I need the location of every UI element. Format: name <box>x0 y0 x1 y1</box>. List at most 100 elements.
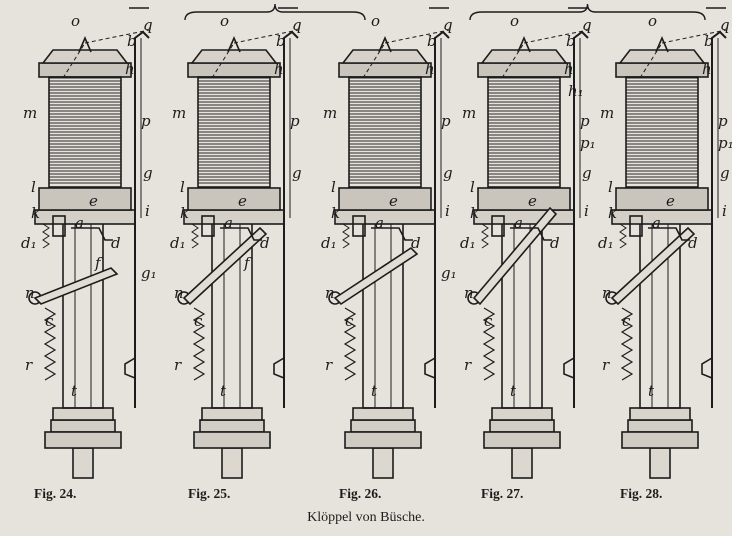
clip-spring <box>191 223 199 249</box>
label-a: a <box>514 214 523 232</box>
spindle-foot <box>372 447 394 479</box>
label-e: e <box>89 192 98 210</box>
arrow-marker <box>655 35 669 53</box>
lower-hook <box>124 357 136 379</box>
base-flange <box>350 419 416 433</box>
bobbin-cap <box>618 49 706 64</box>
label-t: t <box>648 382 655 400</box>
label-e: e <box>666 192 675 210</box>
thread-path <box>384 29 450 44</box>
label-q: q <box>582 16 592 34</box>
label-n: n <box>325 284 335 302</box>
label-g: g <box>292 164 302 182</box>
label-d-sub: d₁ <box>598 234 614 252</box>
label-k: k <box>331 204 340 222</box>
spring <box>343 307 357 381</box>
lower-flange <box>187 187 281 211</box>
arrow-marker <box>227 35 241 53</box>
winding-outline <box>487 76 561 188</box>
label-h: h <box>702 60 712 78</box>
label-l: l <box>331 178 336 196</box>
carriage-plate <box>34 209 136 225</box>
thread-winding <box>488 77 560 184</box>
bobbin-cap <box>341 49 429 64</box>
label-g-sub: g₁ <box>441 264 457 282</box>
guide-rod <box>134 30 150 408</box>
label-o: o <box>648 12 657 30</box>
label-n: n <box>25 284 35 302</box>
label-t: t <box>510 382 517 400</box>
label-b: b <box>427 32 437 50</box>
label-r: r <box>602 356 610 374</box>
clamp-block <box>491 215 505 237</box>
lower-flange <box>38 187 132 211</box>
label-c: c <box>194 312 203 330</box>
label-d: d <box>260 234 270 252</box>
label-n: n <box>602 284 612 302</box>
carriage-plate <box>334 209 436 225</box>
label-t: t <box>220 382 227 400</box>
label-i: i <box>445 202 450 220</box>
figure-caption-25: Fig. 25. <box>188 486 231 501</box>
bobbin-cap <box>480 49 568 64</box>
label-b: b <box>566 32 576 50</box>
label-a: a <box>652 214 661 232</box>
label-r: r <box>174 356 182 374</box>
label-m: m <box>23 104 37 122</box>
label-a: a <box>75 214 84 232</box>
label-d-sub: d₁ <box>170 234 186 252</box>
label-c: c <box>45 312 54 330</box>
label-o: o <box>71 12 80 30</box>
carriage-plate <box>183 209 285 225</box>
label-m: m <box>600 104 614 122</box>
lever-arm <box>182 226 268 306</box>
base-collar <box>352 407 414 421</box>
label-d: d <box>411 234 421 252</box>
label-h: h <box>425 60 435 78</box>
label-l: l <box>470 178 475 196</box>
clamp-block <box>52 215 66 237</box>
label-p: p <box>141 112 151 130</box>
lower-hook <box>701 357 713 379</box>
label-a: a <box>375 214 384 232</box>
guide-rod <box>711 30 727 408</box>
guide-rod <box>573 30 589 408</box>
latch <box>510 227 552 241</box>
spring <box>43 307 57 381</box>
base-collar <box>201 407 263 421</box>
label-n: n <box>174 284 184 302</box>
label-k: k <box>608 204 617 222</box>
bobbin-cap <box>41 49 129 64</box>
carriage-plate <box>611 209 713 225</box>
base-collar <box>491 407 553 421</box>
label-l: l <box>608 178 613 196</box>
winding-outline <box>625 76 699 188</box>
label-r: r <box>25 356 33 374</box>
column-body <box>362 207 404 409</box>
label-d-sub: d₁ <box>321 234 337 252</box>
spindle-foot <box>72 447 94 479</box>
clip-spring <box>481 223 489 249</box>
thread-path <box>84 29 150 44</box>
label-q: q <box>720 16 730 34</box>
label-p-sub: p₁ <box>718 134 732 152</box>
label-k: k <box>470 204 479 222</box>
thread-winding <box>626 77 698 184</box>
lever-arm <box>610 226 696 306</box>
base-ring <box>483 431 561 449</box>
figure-caption-28: Fig. 28. <box>620 486 663 501</box>
label-e: e <box>528 192 537 210</box>
thread-path <box>661 29 727 44</box>
spring <box>192 307 206 381</box>
label-d: d <box>550 234 560 252</box>
label-l: l <box>180 178 185 196</box>
label-h: h <box>274 60 284 78</box>
label-r: r <box>325 356 333 374</box>
label-h: h <box>125 60 135 78</box>
